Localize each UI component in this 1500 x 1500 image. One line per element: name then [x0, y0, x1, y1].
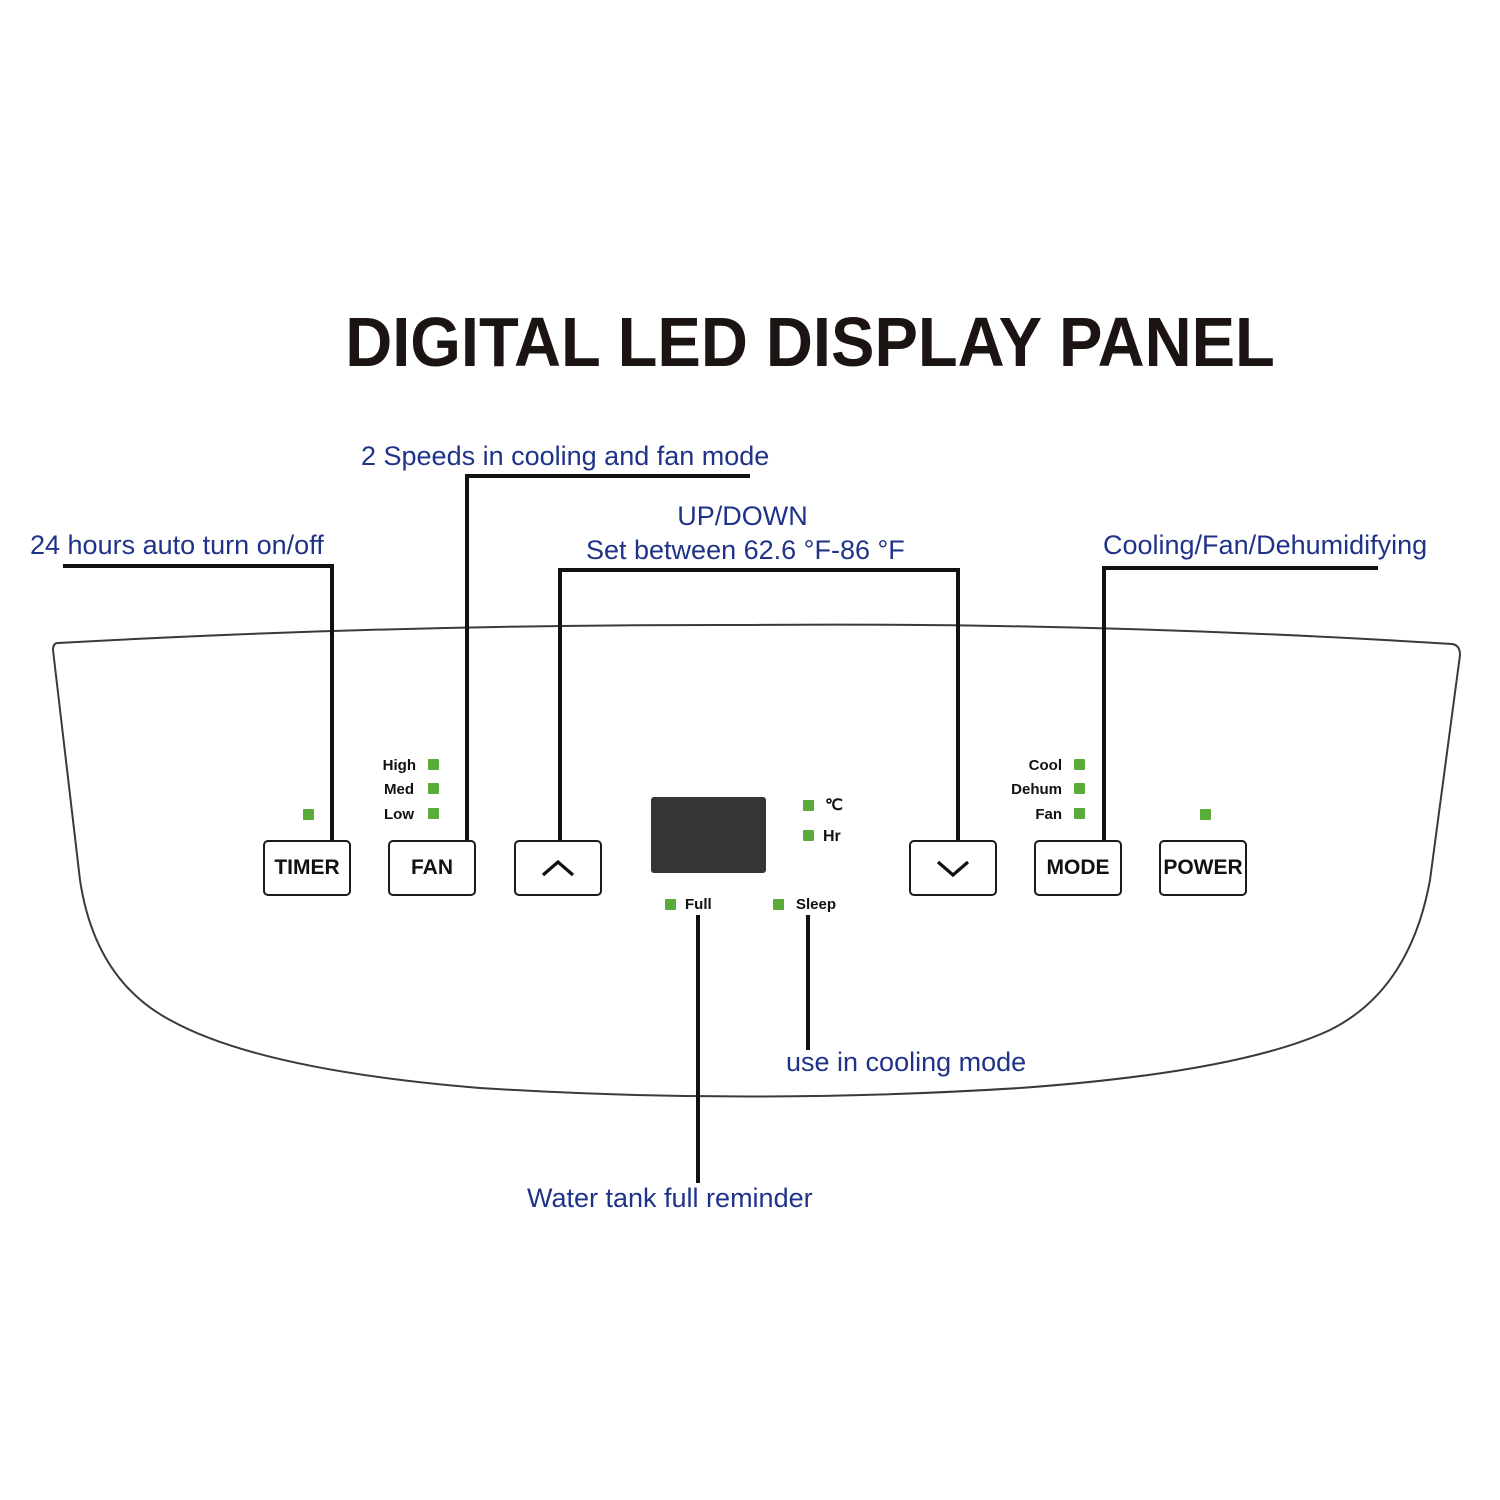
fan-speed-low-led: [428, 808, 439, 819]
timer-leader-line: [63, 564, 334, 840]
fan-speed-high-led: [428, 759, 439, 770]
updown-annotation-title: UP/DOWN: [677, 501, 808, 531]
up-button[interactable]: [514, 840, 602, 896]
mode-annotation: Cooling/Fan/Dehumidifying: [1103, 530, 1428, 560]
updown-leader-line: [558, 568, 960, 840]
fan-speed-med-label: Med: [384, 781, 414, 798]
mode-leader-line: [1102, 566, 1378, 840]
mode-cool-led: [1074, 759, 1085, 770]
mode-button[interactable]: MODE: [1034, 840, 1122, 896]
mode-cool-label: Cool: [1028, 757, 1062, 774]
fan-speed-med-led: [428, 783, 439, 794]
celsius-led: [803, 800, 814, 811]
mode-dehum-label: Dehum: [1011, 781, 1062, 798]
fan-speed-low-label: Low: [384, 806, 414, 823]
fan-button-label: FAN: [411, 856, 453, 879]
chevron-down-icon: [936, 860, 970, 878]
updown-annotation-range: Set between 62.6 °F-86 °F: [586, 535, 905, 565]
fan-annotation: 2 Speeds in cooling and fan mode: [361, 441, 770, 471]
power-button-label: POWER: [1163, 856, 1243, 879]
hour-label: Hr: [823, 828, 841, 845]
sleep-label: Sleep: [796, 896, 837, 913]
panel-outline: [51, 623, 1462, 1098]
sleep-annotation: use in cooling mode: [786, 1047, 1027, 1077]
mode-fan-led: [1074, 808, 1085, 819]
digital-display: [651, 797, 766, 873]
sleep-led: [773, 899, 784, 910]
timer-button[interactable]: TIMER: [263, 840, 351, 896]
full-label: Full: [685, 896, 712, 913]
celsius-label: ℃: [825, 797, 843, 814]
power-led: [1200, 809, 1211, 820]
fan-leader-line: [465, 474, 750, 840]
full-annotation: Water tank full reminder: [527, 1183, 813, 1213]
full-led: [665, 899, 676, 910]
mode-button-label: MODE: [1046, 856, 1110, 879]
fan-button[interactable]: FAN: [388, 840, 476, 896]
fan-speed-high-label: High: [382, 757, 416, 774]
down-button[interactable]: [909, 840, 997, 896]
page-title: DIGITAL LED DISPLAY PANEL: [345, 303, 1275, 381]
mode-dehum-led: [1074, 783, 1085, 794]
timer-button-label: TIMER: [274, 856, 340, 879]
mode-fan-label: Fan: [1035, 806, 1062, 823]
chevron-up-icon: [541, 859, 575, 877]
timer-annotation: 24 hours auto turn on/off: [30, 530, 324, 560]
power-button[interactable]: POWER: [1159, 840, 1247, 896]
hour-led: [803, 830, 814, 841]
timer-led: [303, 809, 314, 820]
